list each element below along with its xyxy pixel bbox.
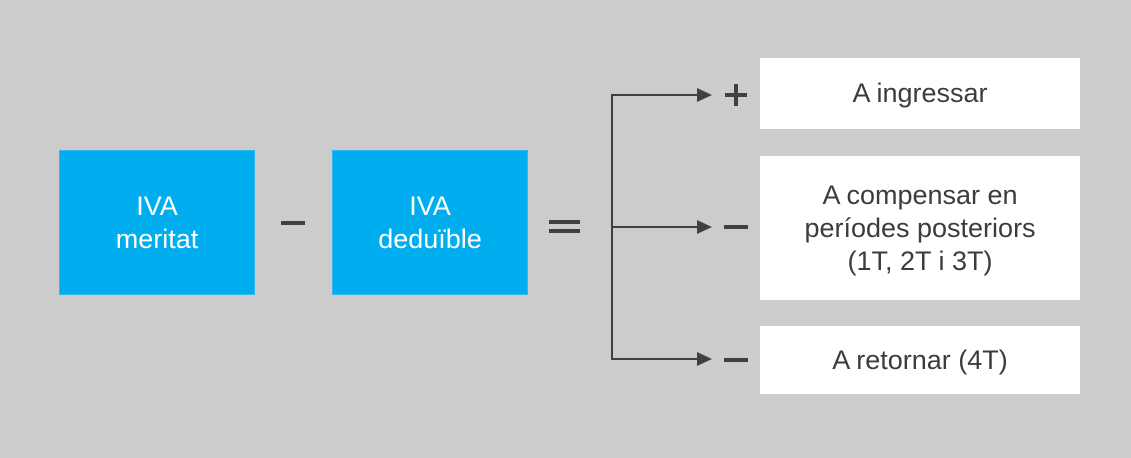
equals-bar-top — [549, 220, 580, 224]
outcome-label-line-3: (1T, 2T i 3T) — [847, 245, 993, 276]
iva-meritat-box: IVA meritat — [59, 150, 255, 295]
iva-deduible-line-1: IVA — [409, 190, 451, 221]
arrow-head-3-icon — [697, 352, 712, 366]
equals-bar-bottom — [549, 229, 580, 233]
minus-sign-icon — [724, 358, 748, 362]
outcome-label-line-2: períodes posteriors — [804, 212, 1036, 243]
minus-sign-icon — [724, 225, 748, 229]
outcome-label-line-1: A compensar en — [822, 179, 1018, 210]
arrow-head-1-icon — [697, 88, 712, 102]
outcome-label: A ingressar — [852, 78, 988, 108]
iva-meritat-line-1: IVA — [136, 190, 178, 221]
iva-deduible-box: IVA deduïble — [332, 150, 528, 295]
outcome-label: A retornar (4T) — [832, 344, 1008, 375]
outcome-a-retornar: A retornar (4T) — [760, 326, 1080, 394]
arrow-head-2-icon — [697, 220, 712, 234]
outcome-a-compensar: A compensar en períodes posteriors (1T, … — [760, 156, 1080, 300]
outcome-a-ingressar: A ingressar — [760, 58, 1080, 129]
minus-operator — [281, 221, 305, 225]
iva-deduible-line-2: deduïble — [378, 223, 482, 254]
iva-meritat-line-2: meritat — [115, 223, 199, 254]
